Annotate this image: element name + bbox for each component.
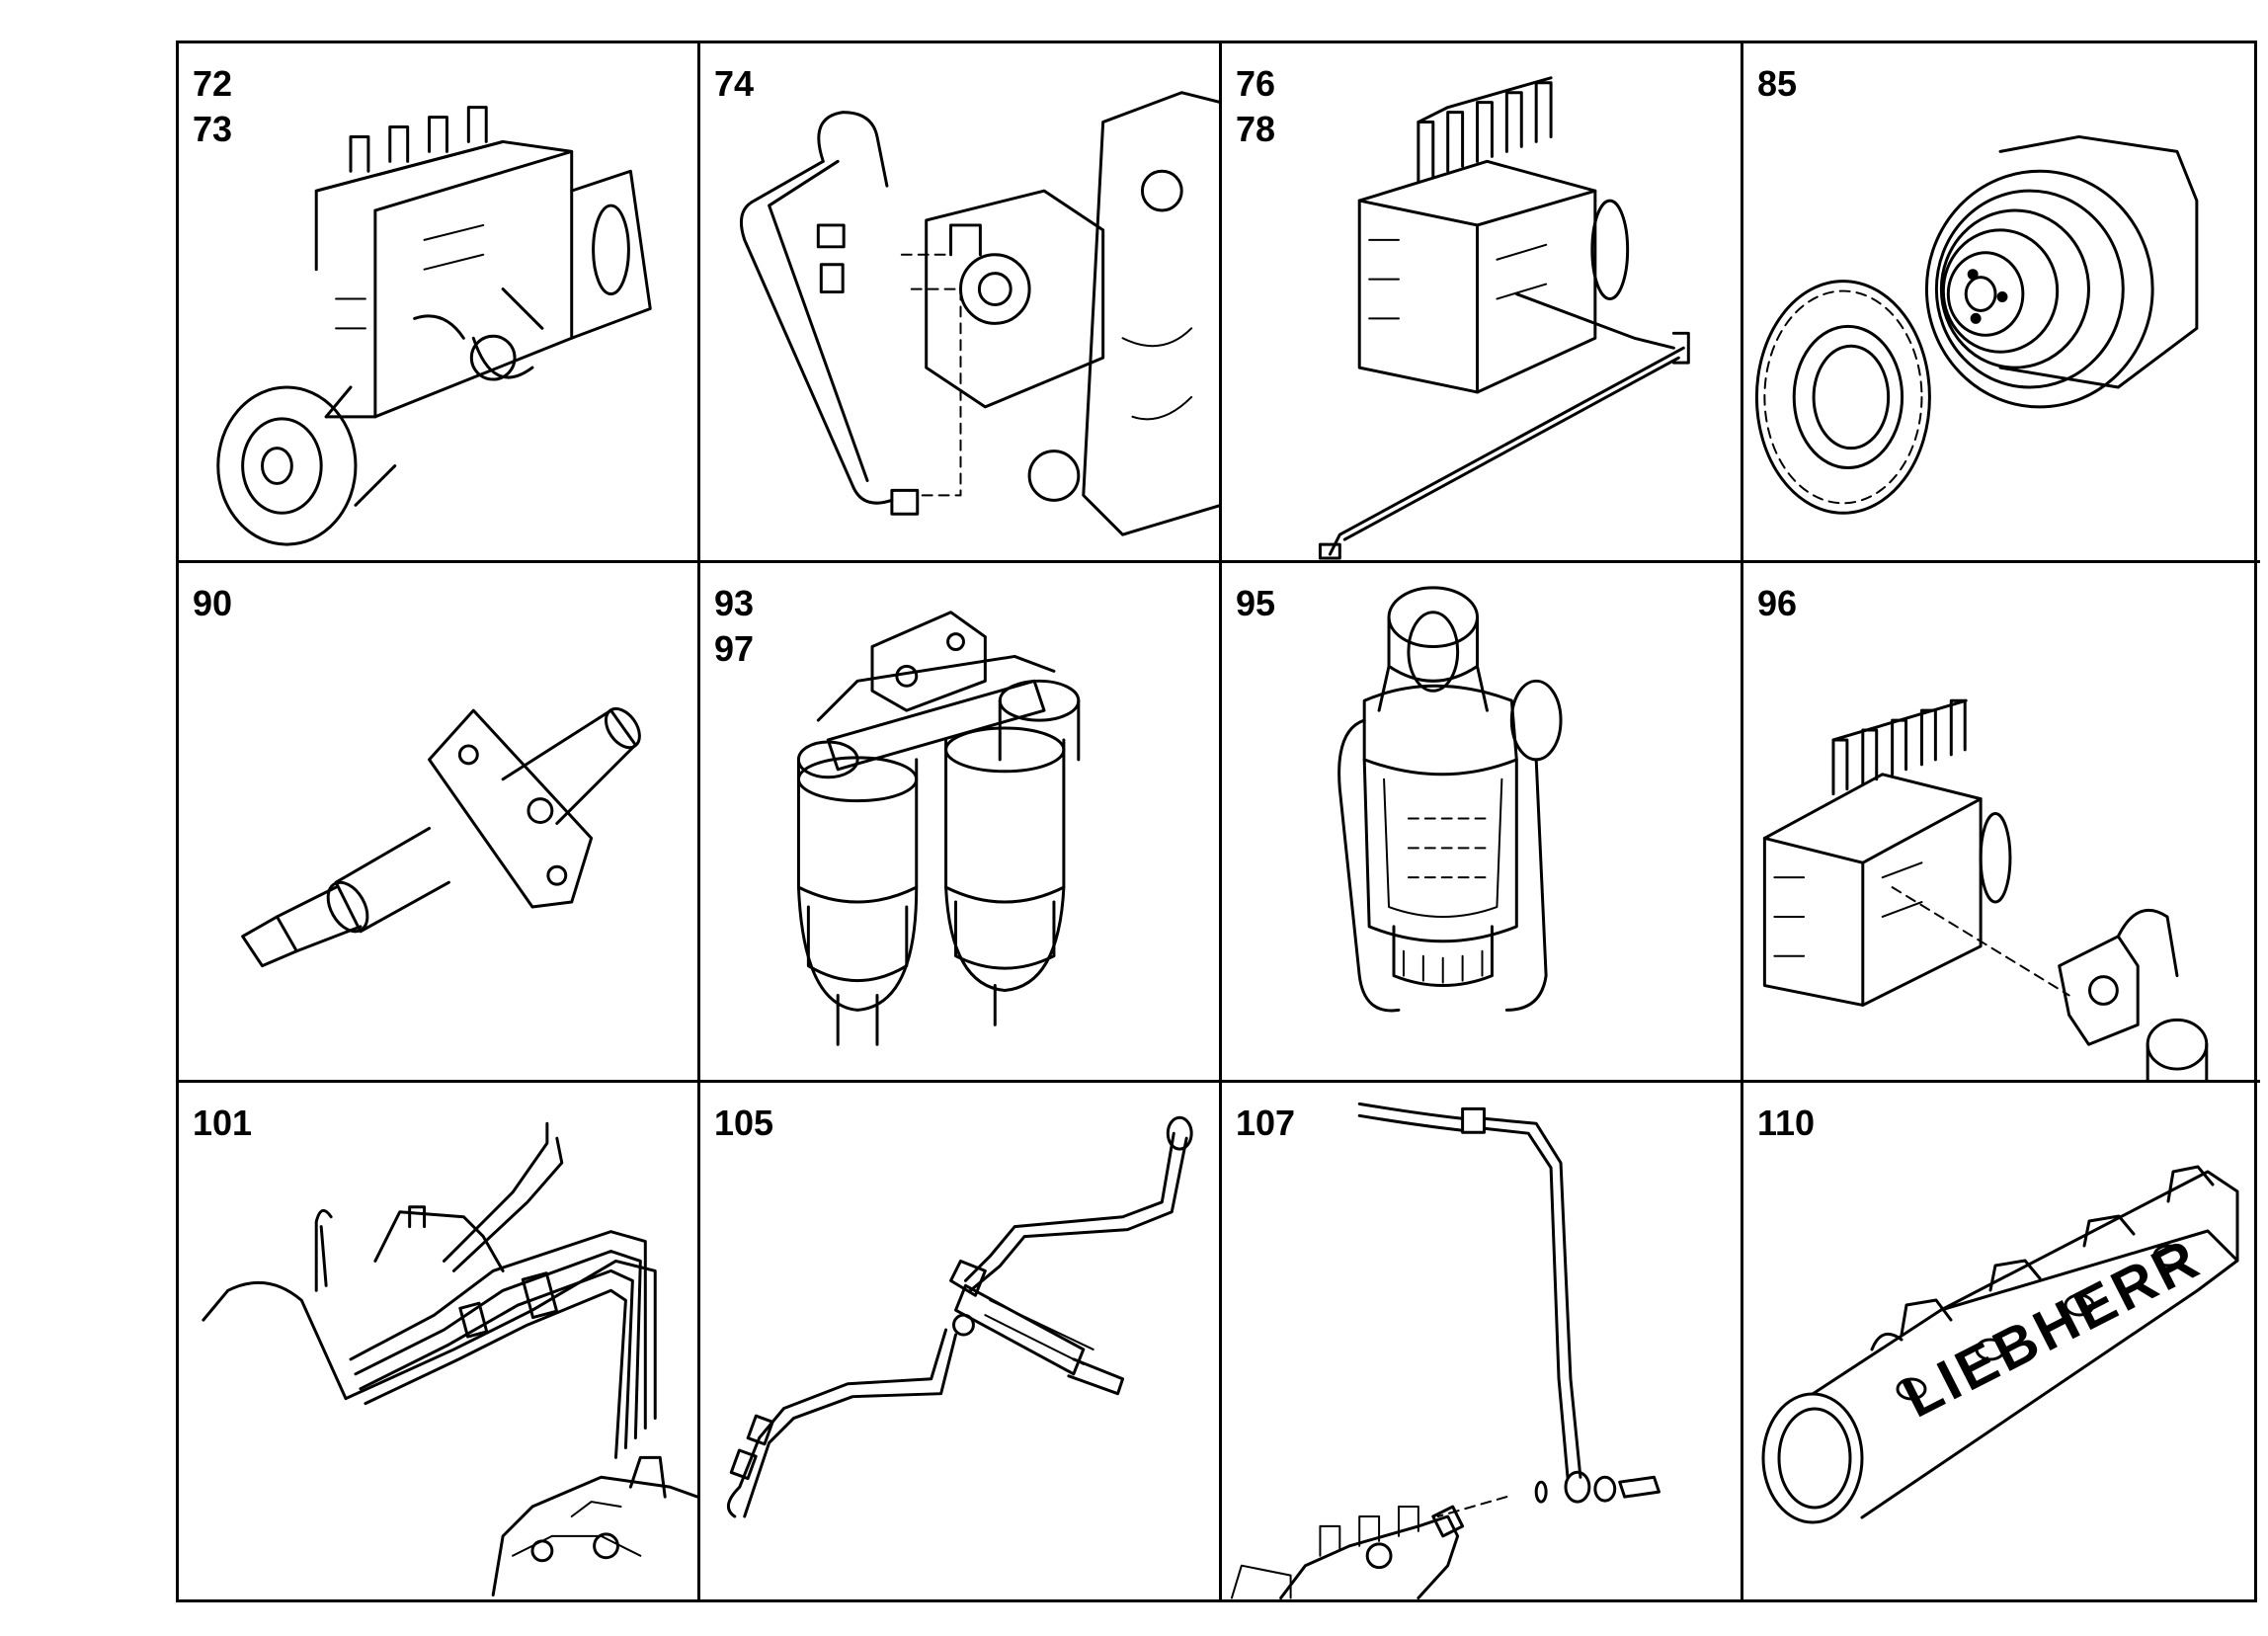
part-number: 74 (714, 63, 755, 104)
part-number: 85 (1757, 63, 1798, 104)
pump-return-line-icon (739, 91, 1219, 536)
intake-manifold-icon: LIEBHERR (1761, 1165, 2239, 1524)
cell-85[interactable]: 85 (1743, 43, 2260, 563)
cell-96[interactable]: 96 (1743, 563, 2260, 1083)
cell-95[interactable]: 95 (1222, 563, 1743, 1083)
part-numbers: 74 (714, 61, 754, 107)
part-numbers: 107 (1236, 1101, 1295, 1146)
banjo-line-icon (1230, 1102, 1660, 1599)
part-number: 96 (1757, 583, 1798, 623)
part-numbers: 95 (1236, 581, 1275, 626)
part-numbers: 101 (193, 1101, 252, 1146)
pump-pipe-icon (1318, 76, 1690, 560)
part-number: 72 (193, 63, 233, 104)
cell-105[interactable]: 105 (700, 1083, 1222, 1599)
pump-overflow-valve-icon (1762, 698, 2209, 1080)
injector-nozzle-icon (241, 706, 641, 968)
part-numbers: 105 (714, 1101, 773, 1146)
parts-grid: 72 73 74 (176, 41, 2260, 1602)
pump-drive-gear-icon (1754, 134, 2199, 515)
part-numbers: 93 97 (714, 581, 754, 672)
part-number: 93 (714, 583, 755, 623)
part-number: 101 (193, 1103, 253, 1143)
part-number: 78 (1236, 109, 1276, 149)
double-fuel-filter-icon (796, 611, 1081, 1046)
part-number: 76 (1236, 63, 1276, 104)
cell-76-78[interactable]: 76 78 (1222, 43, 1743, 563)
cell-101[interactable]: 101 (179, 1083, 700, 1599)
cell-72-73[interactable]: 72 73 (179, 43, 700, 563)
cell-110[interactable]: 110 LIEBHERR (1743, 1083, 2260, 1599)
part-number: 95 (1236, 583, 1276, 623)
part-number: 110 (1757, 1103, 1816, 1143)
cell-107[interactable]: 107 (1222, 1083, 1743, 1599)
part-numbers: 85 (1757, 61, 1797, 107)
manifold-lettering: LIEBHERR (1893, 1226, 2211, 1431)
part-number: 107 (1236, 1103, 1296, 1143)
cell-90[interactable]: 90 (179, 563, 700, 1083)
cell-93-97[interactable]: 93 97 (700, 563, 1222, 1083)
part-number: 73 (193, 109, 233, 149)
part-number: 105 (714, 1103, 774, 1143)
fuel-prefilter-icon (1337, 586, 1563, 1013)
part-numbers: 96 (1757, 581, 1797, 626)
part-number: 90 (193, 583, 233, 623)
cell-74[interactable]: 74 (700, 43, 1222, 563)
part-numbers: 110 (1757, 1101, 1815, 1146)
leak-off-line-icon (727, 1115, 1193, 1518)
part-numbers: 76 78 (1236, 61, 1275, 152)
injection-pump-icon (216, 106, 652, 546)
part-numbers: 72 73 (193, 61, 232, 152)
part-numbers: 90 (193, 581, 232, 626)
part-number: 97 (714, 628, 755, 669)
injection-lines-icon (202, 1121, 697, 1597)
